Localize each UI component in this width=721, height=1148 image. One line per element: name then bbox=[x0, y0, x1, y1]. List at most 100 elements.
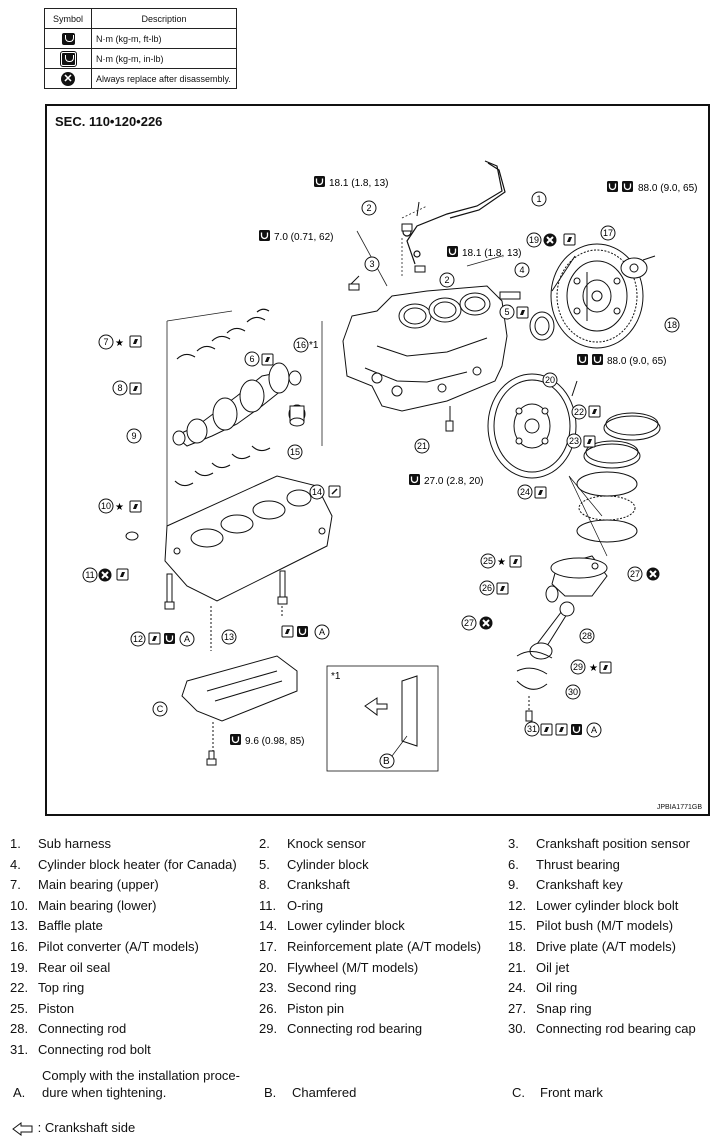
exploded-view-diagram: SEC. 110•120•226 JPBIA1771GB bbox=[45, 104, 710, 816]
svg-text:★: ★ bbox=[115, 502, 124, 513]
legend-number: 22. bbox=[10, 980, 29, 996]
svg-text:★: ★ bbox=[497, 557, 506, 568]
legend-number: 24. bbox=[508, 980, 527, 996]
svg-text:★: ★ bbox=[589, 663, 598, 674]
svg-text:9: 9 bbox=[131, 431, 136, 441]
svg-text:1: 1 bbox=[536, 194, 541, 204]
legend-label: Baffle plate bbox=[38, 918, 103, 934]
callout-marker: 30 bbox=[565, 684, 581, 700]
legend-label: Connecting rod bolt bbox=[38, 1042, 151, 1057]
legend-number: 18. bbox=[508, 939, 527, 954]
legend-label: Lower cylinder block bbox=[287, 918, 405, 934]
legend-number: 9. bbox=[508, 877, 519, 893]
legend-label: Main bearing (upper) bbox=[38, 877, 159, 893]
torque-2: 7.0 (0.71, 62) bbox=[274, 232, 333, 243]
callout-marker: 10 bbox=[98, 498, 114, 514]
svg-text:15: 15 bbox=[290, 447, 300, 457]
callout-marker: 6 bbox=[244, 351, 260, 367]
callout-marker: 29 bbox=[570, 659, 586, 675]
legend-number: 12. bbox=[508, 897, 527, 913]
svg-text:8: 8 bbox=[117, 383, 122, 393]
note-b-text: Chamfered bbox=[292, 1085, 357, 1100]
legend-number: 21. bbox=[508, 959, 527, 975]
legend-number: 10. bbox=[10, 897, 29, 913]
note-c-text: Front mark bbox=[540, 1085, 603, 1100]
svg-text:A: A bbox=[319, 627, 325, 637]
svg-text:18: 18 bbox=[667, 320, 677, 330]
callout-marker: 4 bbox=[514, 262, 530, 278]
section-label: SEC. 110•120•226 bbox=[55, 114, 163, 129]
svg-text:27: 27 bbox=[464, 618, 474, 628]
legend-number: 2. bbox=[259, 836, 270, 851]
svg-text:A: A bbox=[591, 725, 597, 735]
callout-marker: 25 bbox=[480, 553, 496, 569]
svg-text:21: 21 bbox=[417, 441, 427, 451]
symbol-desc-1: N·m (kg-m, ft-lb) bbox=[91, 28, 237, 49]
legend-number: 31. bbox=[10, 1042, 29, 1057]
baffle-plate bbox=[181, 655, 298, 722]
callout-marker: 27 bbox=[627, 566, 643, 582]
legend-number: 4. bbox=[10, 856, 21, 872]
legend-label: Pilot converter (A/T models) bbox=[38, 939, 199, 954]
svg-text:25: 25 bbox=[483, 556, 493, 566]
legend-label: Flywheel (M/T models) bbox=[287, 959, 419, 975]
svg-text:★: ★ bbox=[115, 338, 124, 349]
piston bbox=[545, 555, 608, 603]
callout-marker: 14 bbox=[309, 484, 325, 500]
svg-text:2: 2 bbox=[444, 275, 449, 285]
legend-label: Thrust bearing bbox=[536, 856, 620, 872]
callout-marker: 8 bbox=[112, 380, 128, 396]
legend-number: 1. bbox=[10, 836, 21, 851]
legend-label: Crankshaft position sensor bbox=[536, 836, 690, 851]
note-a-line1: Comply with the installation proce- bbox=[42, 1068, 240, 1083]
callout-marker: 22 bbox=[571, 404, 587, 420]
legend-number: 27. bbox=[508, 1000, 527, 1016]
legend-row: 31. Connecting rod bolt bbox=[10, 1042, 715, 1062]
figure-id: JPBIA1771GB bbox=[656, 804, 702, 811]
legend-label: Main bearing (lower) bbox=[38, 897, 157, 913]
callout-marker: 19 bbox=[526, 232, 542, 248]
svg-text:31: 31 bbox=[527, 724, 537, 734]
legend-label: Connecting rod bbox=[38, 1021, 127, 1037]
crankshaft-side-text: : Crankshaft side bbox=[37, 1120, 136, 1135]
callout-marker: 20 bbox=[542, 372, 558, 388]
legend-label: Rear oil seal bbox=[38, 959, 111, 975]
callout-marker: 5 bbox=[499, 304, 515, 320]
legend-label: Connecting rod bearing cap bbox=[536, 1021, 696, 1037]
callout-marker: 3 bbox=[364, 256, 380, 272]
torque-5: 88.0 (9.0, 65) bbox=[607, 356, 666, 367]
callout-marker: 12 bbox=[130, 631, 146, 647]
legend-row: 4.Cylinder block heater (for Canada)5.Cy… bbox=[10, 857, 715, 877]
torque-1: 18.1 (1.8, 13) bbox=[329, 178, 388, 189]
description-header: Description bbox=[91, 8, 237, 29]
svg-text:26: 26 bbox=[482, 583, 492, 593]
note-c-letter: C. bbox=[512, 1085, 525, 1100]
legend-label: Top ring bbox=[38, 980, 85, 996]
svg-text:13: 13 bbox=[224, 632, 234, 642]
callout-marker: 21 bbox=[414, 438, 430, 454]
note-b-letter: B. bbox=[264, 1085, 277, 1100]
note-a-line2: dure when tightening. bbox=[42, 1085, 167, 1100]
callout-marker: 15 bbox=[287, 444, 303, 460]
svg-text:4: 4 bbox=[519, 265, 524, 275]
torque-4: 88.0 (9.0, 65) bbox=[638, 183, 697, 194]
callout-marker: 27 bbox=[461, 615, 477, 631]
always-replace-icon: ✕ bbox=[61, 71, 75, 86]
inset-box bbox=[326, 665, 439, 772]
legend-label: Oil jet bbox=[536, 959, 570, 975]
callout-marker: 16 bbox=[293, 337, 309, 353]
legend-label: O-ring bbox=[287, 897, 324, 913]
legend-label: Drive plate (A/T models) bbox=[536, 939, 676, 954]
symbol-header: Symbol bbox=[44, 8, 92, 29]
svg-text:6: 6 bbox=[249, 354, 254, 364]
svg-text:A: A bbox=[184, 634, 190, 644]
legend-label: Crankshaft bbox=[287, 877, 350, 893]
legend-label: Pilot bush (M/T models) bbox=[536, 918, 674, 934]
